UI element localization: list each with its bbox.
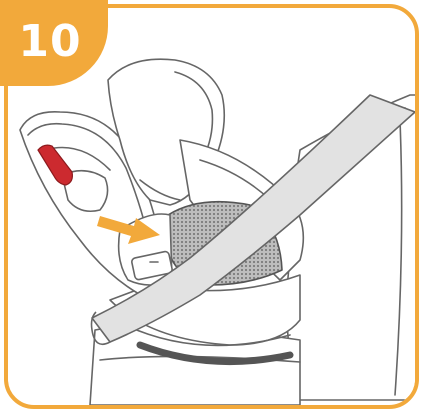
step-number: 10 <box>18 16 81 67</box>
step-badge: 10 <box>0 0 108 86</box>
